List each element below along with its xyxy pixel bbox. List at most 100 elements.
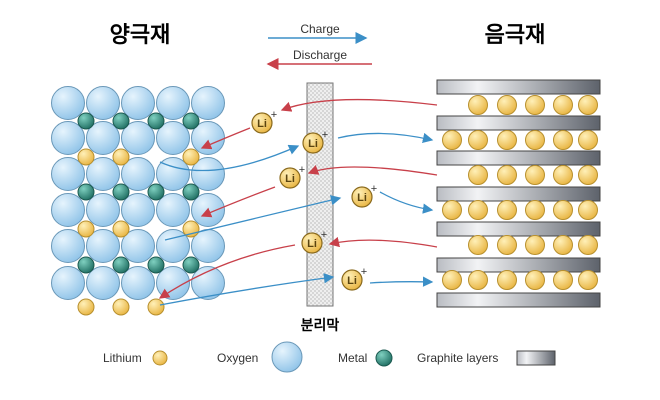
lithium-ion-icon: [301, 232, 323, 254]
ion-charge-sign: +: [271, 109, 277, 121]
metal-atom: [182, 183, 200, 201]
legend-graphite-label: Graphite layers: [417, 351, 498, 365]
oxygen-atom: [51, 193, 85, 227]
cathode-lattice: [51, 86, 225, 316]
oxygen-atom: [51, 229, 85, 263]
graphite-layer: [436, 115, 601, 131]
lithium-ion: Li +: [341, 266, 367, 291]
discharge-flow-arrow: [158, 244, 296, 299]
legend-oxygen-icon: [271, 341, 303, 373]
separator: [306, 82, 334, 307]
oxygen-atom: [86, 266, 120, 300]
lithium-atom: [112, 148, 130, 166]
oxygen-atom: [86, 193, 120, 227]
charge-label: Charge: [300, 22, 340, 36]
oxygen-atom: [121, 229, 155, 263]
lithium-atom: [525, 235, 545, 255]
oxygen-atom: [156, 193, 190, 227]
ion-charge-sign: +: [322, 129, 328, 141]
oxygen-atom: [86, 121, 120, 155]
lithium-atom: [525, 130, 545, 150]
lithium-atom: [468, 235, 488, 255]
anode-title: 음극재: [485, 22, 546, 47]
lithium-atom: [553, 270, 573, 290]
lithium-atom: [442, 130, 462, 150]
metal-atom: [77, 256, 95, 274]
lithium-atom: [77, 220, 95, 238]
lithium-atom: [497, 270, 517, 290]
lithium-ion-label: Li: [307, 238, 317, 250]
lithium-ion: Li+: [279, 164, 305, 189]
metal-atom: [147, 183, 165, 201]
lithium-ion-icon: [279, 167, 301, 189]
lithium-atom: [112, 220, 130, 238]
lithium-atom: [553, 95, 573, 115]
lithium-atom: [578, 95, 598, 115]
metal-atom: [182, 256, 200, 274]
discharge-flow-arrow: [280, 98, 438, 112]
lithium-atom: [553, 130, 573, 150]
metal-atom: [147, 256, 165, 274]
metal-atom: [112, 112, 130, 130]
oxygen-atom: [86, 229, 120, 263]
oxygen-atom: [121, 121, 155, 155]
lithium-ion-label: Li: [257, 118, 267, 130]
legend-lithium-icon: [152, 350, 168, 366]
graphite-layer: [436, 79, 601, 95]
lithium-atom: [497, 200, 517, 220]
lithium-ion: Li +: [351, 183, 377, 208]
lithium-atom: [147, 298, 165, 316]
lithium-atom: [497, 130, 517, 150]
charge-flow-arrow: [379, 191, 434, 214]
discharge-flow-arrow: [200, 127, 251, 150]
separator-title: 분리막: [301, 317, 340, 333]
oxygen-atom: [51, 157, 85, 191]
lithium-atom: [77, 298, 95, 316]
lithium-atom: [578, 165, 598, 185]
lithium-atom: [578, 270, 598, 290]
ion-charge-sign: +: [371, 183, 377, 195]
lithium-atom: [578, 235, 598, 255]
oxygen-atom: [121, 193, 155, 227]
ion-charge-sign: +: [361, 266, 367, 278]
oxygen-atom: [121, 266, 155, 300]
ion-flow-arrows: [158, 98, 438, 306]
lithium-ion-icon: [251, 112, 273, 134]
lithium-atom: [468, 200, 488, 220]
ion-charge-sign: +: [321, 229, 327, 241]
oxygen-atom: [51, 121, 85, 155]
oxygen-atom: [121, 86, 155, 120]
lithium-ion: Li +: [251, 109, 277, 134]
lithium-atom: [578, 130, 598, 150]
oxygen-atom: [191, 157, 225, 191]
graphite-layer: [436, 257, 601, 273]
oxygen-atom: [51, 266, 85, 300]
graphite-layer: [436, 186, 601, 202]
lithium-atom: [468, 270, 488, 290]
discharge-flow-arrow: [328, 236, 438, 248]
lithium-atom: [442, 270, 462, 290]
discharge-flow-arrow: [307, 165, 438, 176]
lithium-ion-label: Li: [357, 192, 367, 204]
lithium-atom: [553, 165, 573, 185]
lithium-atom: [497, 95, 517, 115]
metal-atom: [112, 183, 130, 201]
oxygen-atom: [156, 86, 190, 120]
lithium-ion-label: Li: [347, 275, 357, 287]
graphite-layer: [436, 150, 601, 166]
legend-lithium-label: Lithium: [103, 351, 142, 365]
lithium-ion-icon: [341, 269, 363, 291]
oxygen-atom: [156, 121, 190, 155]
metal-atom: [77, 183, 95, 201]
lithium-atom: [112, 298, 130, 316]
charge-flow-arrow: [159, 273, 335, 306]
metal-atom: [112, 256, 130, 274]
metal-atom: [77, 112, 95, 130]
lithium-atom: [497, 165, 517, 185]
lithium-ion: Li +: [301, 229, 327, 254]
lithium-atom: [525, 165, 545, 185]
legend-metal-label: Metal: [338, 351, 367, 365]
charge-flow-arrow: [159, 144, 300, 172]
oxygen-atom: [156, 229, 190, 263]
charge-flow-arrow: [369, 276, 434, 287]
